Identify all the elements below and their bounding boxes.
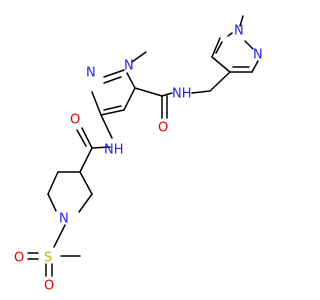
amide-group-2: [76, 114, 113, 173]
pyrazole2-n1-label: N: [253, 48, 263, 63]
amide2-oxygen-label: O: [70, 113, 80, 128]
piperidine-ring: [47, 171, 93, 248]
sulfonyl-oxygen-left-label: O: [14, 251, 24, 266]
amide2-nh-label: NH: [104, 143, 124, 158]
pyrazole1-n2-label: N: [124, 59, 134, 74]
amide1-nh-label: NH: [172, 87, 192, 102]
sulfonyl-oxygen-down-label: O: [44, 279, 54, 294]
methyl-bond-1: [131, 51, 147, 63]
methyl-bond-2: [239, 15, 244, 27]
pyrazole2-n2-label: N: [234, 24, 244, 39]
sulfonyl-sulfur-label: S: [44, 251, 52, 266]
molecule-diagram: N N NH O N N NH O N S O O: [14, 15, 263, 294]
atom-labels: N N NH O N N NH O N S O O: [14, 24, 263, 294]
pyrazole1-n1-label: N: [86, 66, 96, 81]
structure-svg: N N NH O N N NH O N S O O: [14, 15, 263, 294]
amide1-oxygen-label: O: [158, 121, 168, 136]
pyrazole-ring-2: [211, 15, 259, 73]
piperidine-nitrogen-label: N: [59, 212, 69, 227]
methylsulfonyl-group: [27, 252, 81, 277]
pyrazole-ring-1: [91, 51, 147, 116]
amide-group-1: [134, 71, 231, 119]
